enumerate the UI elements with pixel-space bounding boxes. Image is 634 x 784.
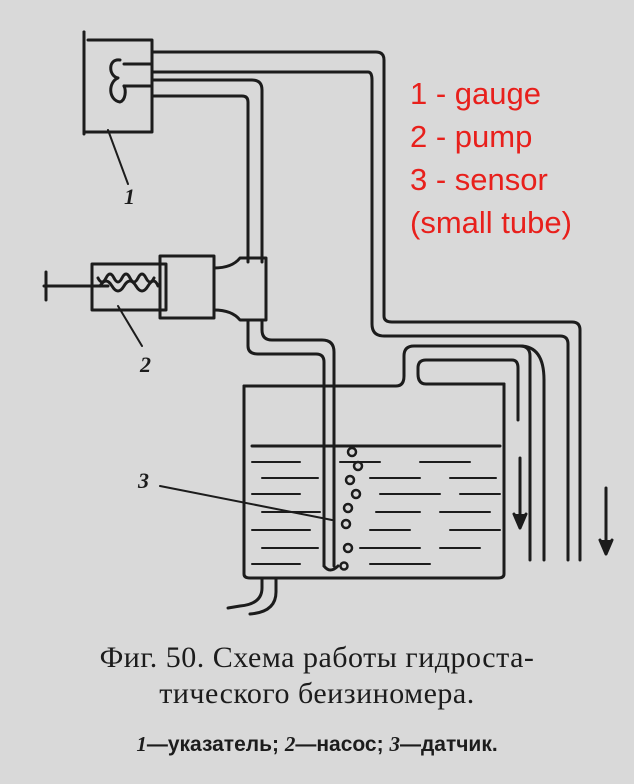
legend: 1 - gauge 2 - pump 3 - sensor (small tub… [410,72,572,244]
gauge-bourdon [109,58,127,104]
key-num-1: 1 [136,732,147,756]
pump-spring [98,279,160,293]
legend-item-pump: 2 - pump [410,119,533,154]
gauge [82,30,154,136]
key-text-3: —датчик. [399,733,498,756]
figure-caption: Фиг. 50. Схема работы гидроста- тическог… [0,640,634,712]
leader-line-1 [107,129,129,185]
label-2: 2 [139,352,151,377]
vent-pipe [518,344,546,562]
pump [42,254,268,322]
caption-line-1: Фиг. 50. Схема работы гидроста- [99,641,535,674]
key-text-2: —насос; [295,733,390,756]
gauge-to-tank-tube [150,50,582,562]
key-text-1: —указатель; [146,733,285,756]
key-num-2: 2 [284,732,296,756]
legend-item-sensor-note: (small tube) [410,205,572,240]
fuel-level-lines [250,444,502,565]
leader-line-3 [159,485,333,521]
leader-line-2 [117,305,143,347]
sensor-tube [246,318,340,572]
flow-arrow-left [512,456,528,530]
key-num-3: 3 [389,732,400,756]
label-1: 1 [124,184,135,209]
benzinometer-diagram: 1 2 3 [42,30,614,616]
tank-drain-pipe [226,576,264,610]
gauge-to-pump-tube [150,78,264,264]
caption-line-2: тического беизиномера. [159,677,475,710]
fuel-tank [226,344,532,616]
flow-arrow-right [598,486,614,556]
legend-item-gauge: 1 - gauge [410,76,541,111]
label-3: 3 [137,468,149,493]
caption-key: 1—указатель; 2—насос; 3—датчик. [0,732,634,757]
air-bubbles [339,446,364,571]
legend-item-sensor: 3 - sensor [410,162,548,197]
